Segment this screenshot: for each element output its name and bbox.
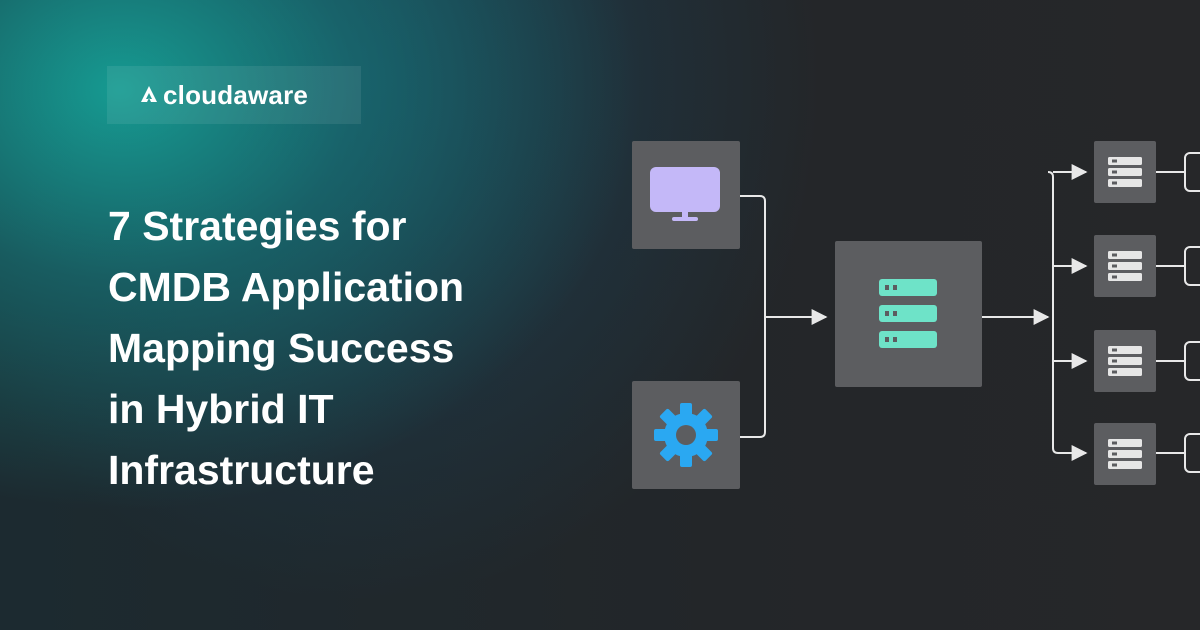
server-icon <box>1108 157 1142 187</box>
source-node-monitor <box>632 141 740 249</box>
offscreen-node <box>1184 246 1200 286</box>
server-icon <box>1108 439 1142 469</box>
target-node <box>1094 141 1156 203</box>
cloudaware-logo-icon <box>141 86 157 102</box>
offscreen-node <box>1184 152 1200 192</box>
offscreen-node <box>1184 433 1200 473</box>
connector <box>1047 171 1054 178</box>
target-node <box>1094 235 1156 297</box>
brand-logo: cloudaware <box>107 66 361 124</box>
monitor-icon <box>650 167 720 221</box>
offscreen-nodes <box>1184 152 1200 473</box>
gear-icon <box>654 403 718 467</box>
connector <box>1052 177 1059 454</box>
title-line: 7 Strategies for <box>108 203 407 249</box>
server-icon <box>1108 346 1142 376</box>
target-node <box>1094 423 1156 485</box>
title-line: Infrastructure <box>108 447 375 493</box>
connector-lines <box>740 164 1186 461</box>
title-line: in Hybrid IT <box>108 386 334 432</box>
server-icon <box>1108 251 1142 281</box>
source-node-gear <box>632 381 740 489</box>
brand-name: cloudaware <box>163 79 309 110</box>
server-icon <box>879 279 937 348</box>
hub-node <box>835 241 982 387</box>
title-line: CMDB Application <box>108 264 465 310</box>
target-nodes <box>1094 141 1156 485</box>
connector <box>740 195 766 438</box>
page-title: 7 Strategies for CMDB Application Mappin… <box>108 196 568 501</box>
title-line: Mapping Success <box>108 325 455 371</box>
target-node <box>1094 330 1156 392</box>
offscreen-node <box>1184 341 1200 381</box>
